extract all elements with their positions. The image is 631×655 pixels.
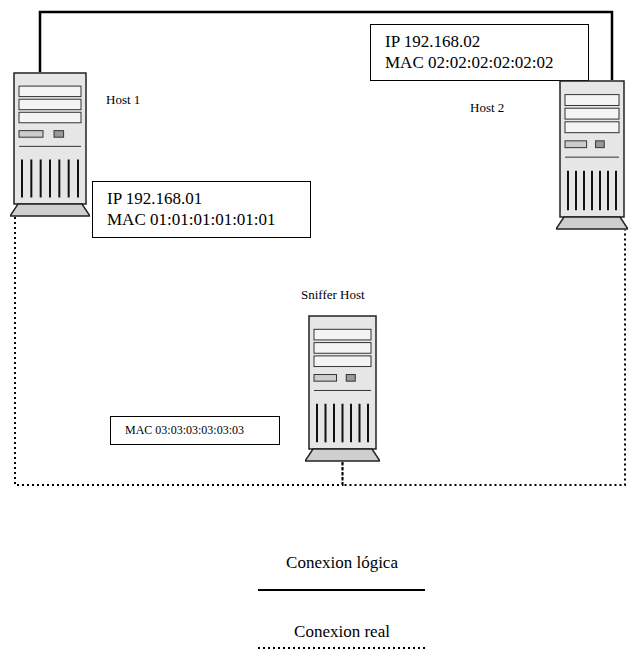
logical-connection	[40, 12, 612, 80]
legend-text: Conexion lógica	[286, 553, 398, 572]
server-outline	[10, 72, 90, 217]
legend-entry: Conexion lógica	[0, 553, 631, 573]
real-connection	[15, 217, 343, 485]
legend-text: Conexion real	[294, 622, 390, 641]
host-server: Sniffer Host	[305, 315, 380, 462]
address-text: MAC 03:03:03:03:03:03	[125, 423, 245, 438]
address-text: IP 192.168.02	[385, 31, 554, 52]
legend-entry: Conexion real	[0, 622, 631, 642]
server-outline	[556, 80, 628, 230]
address-text: MAC 02:02:02:02:02:02	[385, 52, 554, 73]
legend-line-sample	[258, 647, 425, 649]
host-server: Host 2	[556, 80, 628, 230]
address-box: MAC 03:03:03:03:03:03	[110, 416, 280, 445]
host-server: Host 1	[10, 72, 90, 217]
address-text: MAC 01:01:01:01:01:01	[107, 209, 276, 230]
address-box: IP 192.168.02MAC 02:02:02:02:02:02	[370, 24, 589, 81]
address-text: IP 192.168.01	[107, 188, 276, 209]
host-label: Sniffer Host	[301, 287, 365, 302]
server-icon	[556, 81, 628, 229]
legend-line-sample	[258, 589, 425, 591]
server-icon	[10, 73, 90, 216]
server-icon	[305, 316, 380, 461]
server-outline	[305, 315, 380, 462]
address-box: IP 192.168.01MAC 01:01:01:01:01:01	[92, 181, 311, 238]
host-label: Host 1	[106, 92, 140, 107]
host-label: Host 2	[470, 100, 504, 115]
real-connection	[343, 230, 626, 485]
